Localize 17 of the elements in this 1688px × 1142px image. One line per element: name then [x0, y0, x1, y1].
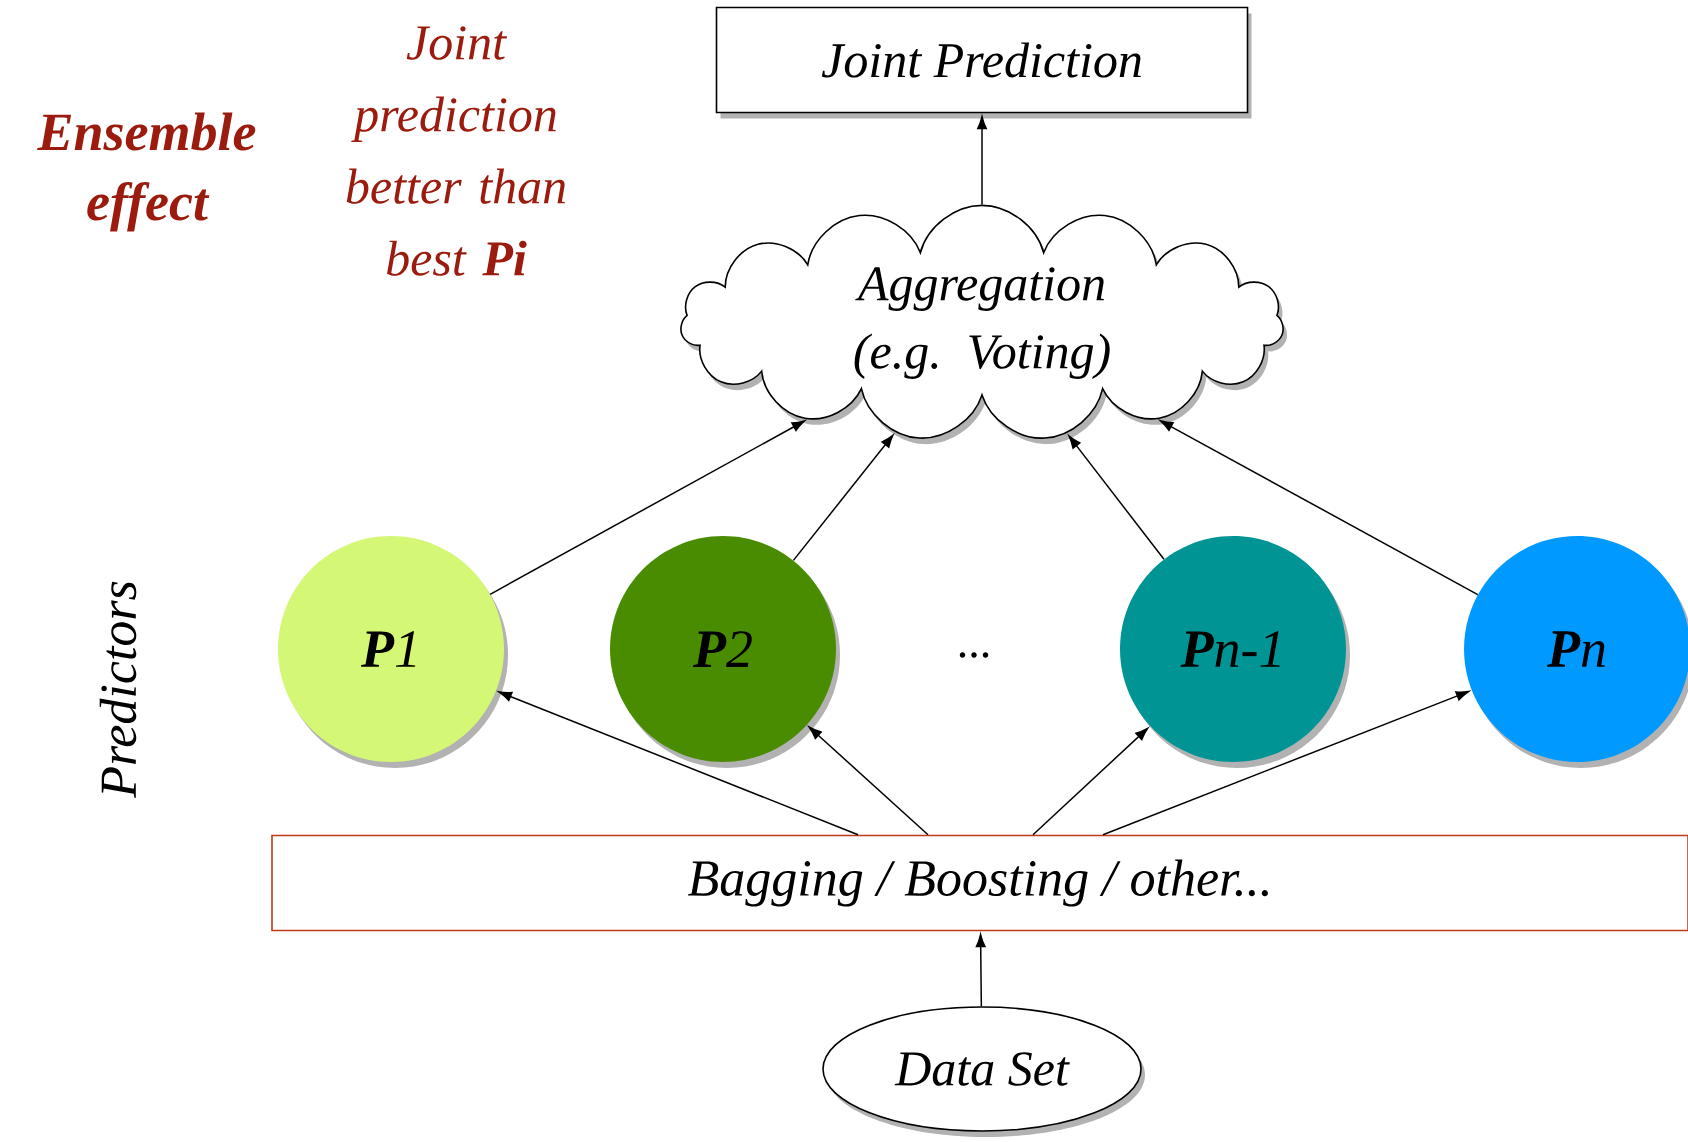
method-box: Bagging / Boosting / other...	[271, 834, 1688, 932]
arrow	[1159, 420, 1479, 596]
arrow	[1102, 690, 1470, 836]
arrow	[1068, 435, 1165, 561]
arrow	[977, 115, 987, 206]
axis-label: Predictors	[99, 581, 137, 799]
annotation-text: Joint prediction better than best Pi	[346, 26, 566, 276]
aggregation-cloud: Aggregation (e.g. Voting)	[680, 204, 1288, 445]
arrow	[792, 434, 894, 562]
ellipsis: ...	[959, 652, 989, 658]
arrow	[1032, 727, 1149, 836]
arrow	[808, 726, 929, 836]
arrow	[975, 933, 986, 1007]
arrow	[498, 691, 859, 836]
arrow	[489, 420, 806, 596]
annotation-text: Ensemble effect	[37, 112, 256, 232]
output-box: Joint Prediction	[715, 6, 1252, 119]
